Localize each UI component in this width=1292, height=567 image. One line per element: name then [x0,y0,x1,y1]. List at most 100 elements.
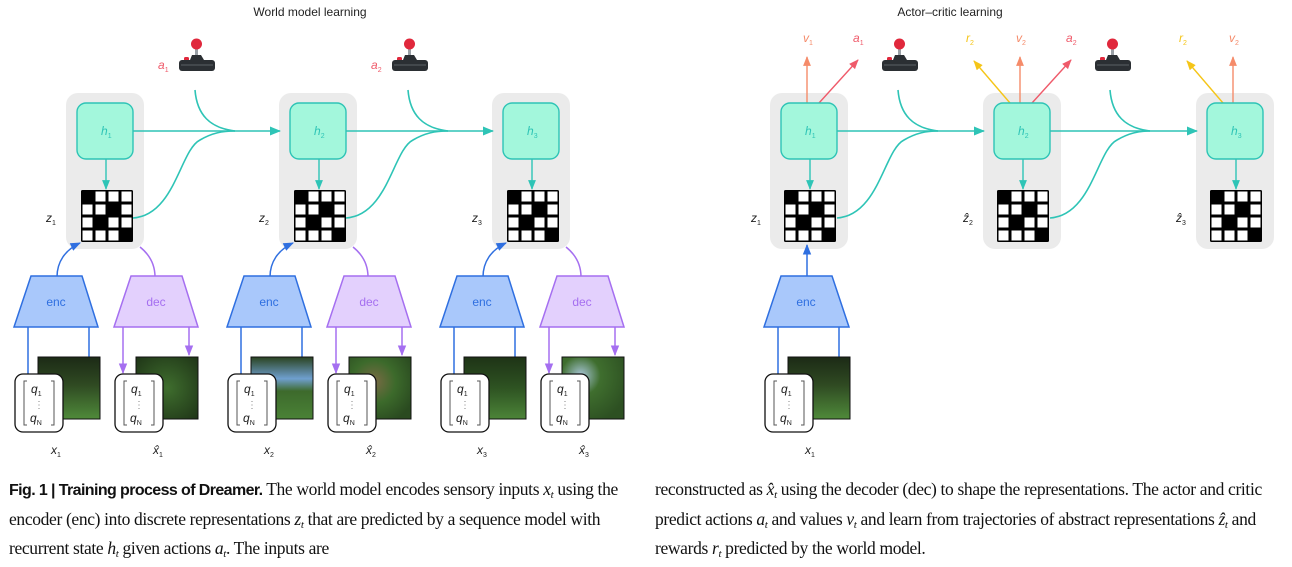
grid-cell [798,191,809,202]
grid-cell [534,204,545,215]
grid-cell [308,191,319,202]
grid-cell [521,230,532,241]
grid-cell [95,217,106,228]
svg-text:dec: dec [359,295,378,309]
grid-cell [1011,191,1022,202]
ac-input-x1-label: x1 [804,443,815,459]
grid-cell [785,191,796,202]
grid-cell [1224,191,1235,202]
figure-caption-right: reconstructed as x̂t using the decoder (… [655,478,1285,567]
svg-text:dec: dec [572,295,591,309]
grid-cell [121,204,132,215]
grid-cell [785,204,796,215]
joystick-icon [1095,38,1131,71]
action-arrow-a1 [818,59,859,104]
grid-cell [508,217,519,228]
grid-cell [1037,230,1048,241]
ac-action-merge-edge-1 [897,89,939,132]
ac-hidden-state-h1: h1 [780,102,838,160]
svg-text:h1: h1 [805,124,816,140]
ac-encoder: enc [762,275,851,328]
ac-latent-grid-z1 [784,190,836,242]
grid-cell [1024,191,1035,202]
grid-cell [321,230,332,241]
grid-cell [521,204,532,215]
input-x1-label: x1 [50,443,61,459]
svg-text:⋮: ⋮ [460,400,470,411]
math-symbol: x [543,479,551,499]
ac-z3-label: ẑ3 [1175,211,1186,227]
grid-cell [1024,217,1035,228]
grid-cell [1011,217,1022,228]
grid-cell [82,191,93,202]
ac-hidden-state-h2: h2 [993,102,1051,160]
math-symbol: a [214,538,224,558]
observation-vector: q1⋮qN [227,373,277,433]
svg-text:qN: qN [343,411,355,427]
svg-text:qN: qN [130,411,142,427]
grid-cell [321,217,332,228]
grid-cell [95,230,106,241]
svg-text:⋮: ⋮ [134,400,144,411]
grid-cell [82,217,93,228]
grid-cell [295,230,306,241]
grid-cell [1037,217,1048,228]
grid-cell [811,191,822,202]
grid-cell [798,217,809,228]
math-symbol: ẑ [1218,508,1225,529]
svg-text:q1: q1 [457,382,468,398]
grid-cell [308,230,319,241]
svg-text:qN: qN [556,411,568,427]
right-panel-title: Actor–critic learning [897,5,1002,19]
recon-x2-label: x̂2 [365,443,376,459]
svg-text:h2: h2 [314,124,325,140]
svg-text:⋮: ⋮ [34,400,44,411]
svg-text:q1: q1 [31,382,42,398]
encoder: enc [12,275,100,328]
grid-cell [998,230,1009,241]
grid-cell [1250,191,1261,202]
value-v3-label: v2 [1229,31,1239,47]
action-a2-label: a2 [371,58,382,74]
grid-cell [824,204,835,215]
grid-cell [108,217,119,228]
decoder: dec [112,275,200,328]
math-symbol: x̂ [766,479,775,499]
math-symbol: a [756,508,765,529]
svg-text:enc: enc [796,295,815,309]
grid-cell [785,230,796,241]
svg-text:h3: h3 [1231,124,1242,140]
grid-cell [521,191,532,202]
grid-cell [1037,204,1048,215]
grid-cell [1011,204,1022,215]
hidden-state-h2: h2 [289,102,347,160]
grid-cell [998,191,1009,202]
svg-text:⋮: ⋮ [247,400,257,411]
grid-cell [82,204,93,215]
grid-cell [1237,191,1248,202]
svg-text:qN: qN [780,411,792,427]
grid-cell [824,191,835,202]
ac-latent-grid-z2 [997,190,1049,242]
encoder: enc [225,275,313,328]
svg-text:qN: qN [456,411,468,427]
grid-cell [521,217,532,228]
joystick-icon [392,38,428,71]
grid-cell [321,204,332,215]
svg-text:enc: enc [472,295,491,309]
grid-cell [1224,217,1235,228]
grid-cell [508,204,519,215]
svg-text:q1: q1 [781,382,792,398]
grid-cell [1211,217,1222,228]
grid-cell [1024,204,1035,215]
grid-cell [121,191,132,202]
recon-x3-label: x̂3 [578,443,589,459]
input-x3-label: x3 [476,443,487,459]
grid-cell [1037,191,1048,202]
action-a1-output-label: a1 [853,31,864,47]
grid-cell [547,204,558,215]
grid-cell [1024,230,1035,241]
svg-text:qN: qN [30,411,42,427]
